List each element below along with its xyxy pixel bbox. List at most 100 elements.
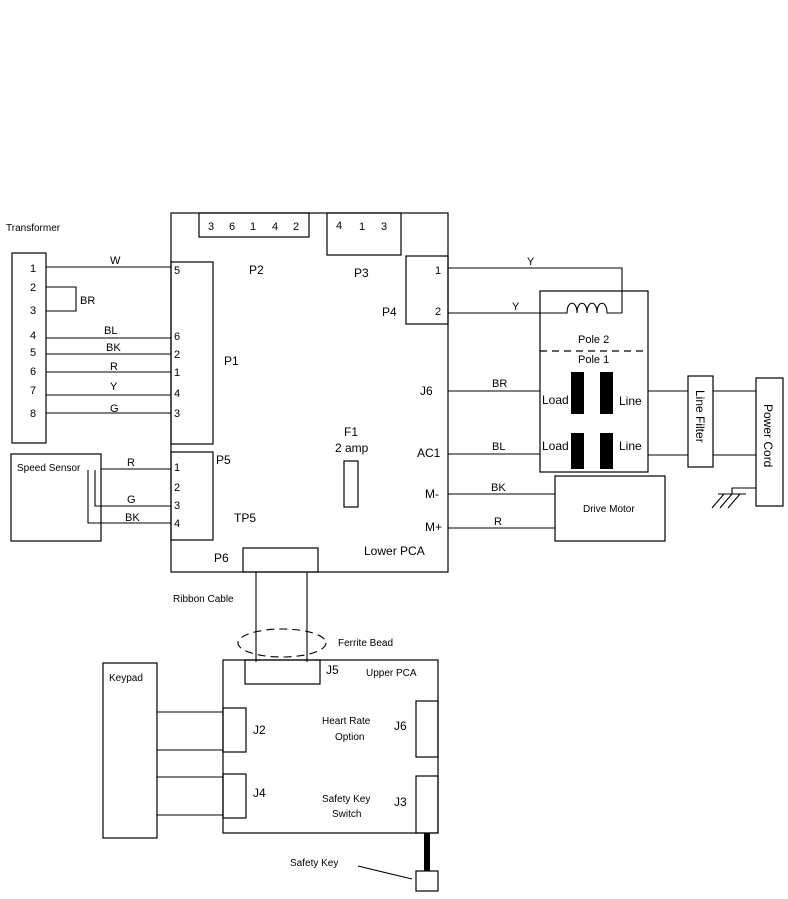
ac1-label: AC1 (417, 446, 441, 460)
p5-connector (170, 451, 214, 541)
keypad-label: Keypad (109, 673, 143, 684)
j3-connector (415, 775, 439, 834)
p5-label: P5 (216, 453, 231, 467)
p1-label: P1 (224, 354, 239, 368)
p4-pin-2: 2 (435, 306, 441, 318)
speed-sensor-title: Speed Sensor (17, 463, 81, 474)
p4-label: P4 (382, 305, 397, 319)
wire-y-label: Y (110, 381, 118, 393)
safety-key-leader (357, 865, 413, 880)
tp5-label: TP5 (234, 511, 256, 525)
relay-box (539, 290, 649, 473)
p3-pin-4: 4 (336, 220, 342, 232)
relay-load-2: Load (542, 439, 569, 453)
wire-br-j6-label: BR (492, 378, 507, 390)
j6-lower-label: J6 (420, 384, 433, 398)
relay-contact-1-line (600, 372, 613, 414)
relay-coil (540, 302, 622, 314)
p2-label: P2 (249, 263, 264, 277)
relay-load-1: Load (542, 393, 569, 407)
transformer-pin-2: 2 (30, 282, 36, 294)
wire-g-label: G (110, 403, 119, 415)
safety-key-label: Safety Key (290, 858, 338, 869)
p3-pin-1: 1 (359, 221, 365, 233)
wire-g-sensor (94, 470, 171, 507)
speed-sensor-box (10, 453, 102, 542)
m-plus-label: M+ (425, 520, 442, 534)
wire-y-p4-1 (448, 267, 623, 313)
p2-pin-6: 6 (229, 221, 235, 233)
p5-pin-3: 3 (174, 500, 180, 512)
drive-motor-label: Drive Motor (583, 504, 635, 515)
line-filter-label: Line Filter (693, 390, 707, 443)
p2-pin-3: 3 (208, 221, 214, 233)
transformer-pin-3: 3 (30, 305, 36, 317)
line-filter-box (687, 375, 714, 468)
transformer-title: Transformer (6, 223, 61, 234)
ground-wire (731, 487, 756, 494)
wire-y-p4-2-label: Y (512, 301, 520, 313)
p1-pin-5: 5 (174, 265, 180, 277)
heart-rate-line-2: Option (335, 732, 364, 743)
transformer-pin-5: 5 (30, 347, 36, 359)
wire-r-motor-label: R (494, 516, 502, 528)
j3-label: J3 (394, 795, 407, 809)
p6-label: P6 (214, 551, 229, 565)
relay-line-2: Line (619, 439, 642, 453)
wire-bk-label: BK (106, 342, 121, 354)
power-cord-box (755, 377, 784, 507)
transformer-br-jumper (46, 286, 77, 312)
wire-g-sensor-label: G (127, 494, 136, 506)
ferrite-bead-label: Ferrite Bead (338, 638, 393, 649)
safety-key-box (415, 870, 439, 892)
j6-upper-label: J6 (394, 719, 407, 733)
j6-upper-connector (415, 700, 439, 758)
ferrite-bead (237, 628, 327, 658)
ribbon-cable-label: Ribbon Cable (173, 594, 234, 605)
p1-pin-6: 6 (174, 331, 180, 343)
p4-pin-1: 1 (435, 265, 441, 277)
drive-motor-box (554, 475, 666, 542)
j4-label: J4 (253, 786, 266, 800)
j2-label: J2 (253, 723, 266, 737)
p5-pin-2: 2 (174, 482, 180, 494)
wire-r-sensor-label: R (127, 457, 135, 469)
wire-bl-label: BL (104, 325, 117, 337)
p2-pin-1: 1 (250, 221, 256, 233)
wire-bl-ac1-label: BL (492, 441, 505, 453)
p1-pin-4: 4 (174, 388, 180, 400)
p1-connector (170, 261, 214, 445)
p1-pin-3: 3 (174, 408, 180, 420)
j2-connector (222, 707, 247, 753)
j5-label: J5 (326, 663, 339, 677)
p5-pin-1: 1 (174, 462, 180, 474)
wire-y-p4-1-label: Y (527, 256, 535, 268)
power-cord-label: Power Cord (761, 404, 775, 467)
relay-pole2-label: Pole 2 (578, 334, 609, 346)
keypad-box (102, 662, 158, 839)
wire-bk-motor-label: BK (491, 482, 506, 494)
transformer-br-label: BR (80, 295, 95, 307)
p3-label: P3 (354, 266, 369, 280)
wire-bk-sensor-label: BK (125, 512, 140, 524)
p3-pin-3: 3 (381, 221, 387, 233)
wire-r-label: R (110, 361, 118, 373)
fuse-f1 (343, 460, 359, 508)
transformer-box (11, 252, 47, 444)
relay-pole1-label: Pole 1 (578, 354, 609, 366)
p2-connector (198, 212, 310, 238)
lower-pca-label: Lower PCA (364, 544, 425, 558)
p4-connector (405, 255, 449, 325)
transformer-pin-4: 4 (30, 330, 36, 342)
safety-key-cord (424, 833, 430, 871)
wire-w-label: W (110, 255, 121, 267)
p2-pin-4: 4 (272, 221, 278, 233)
p1-pin-1: 1 (174, 367, 180, 379)
relay-contact-1-load (571, 372, 584, 414)
m-minus-label: M- (425, 487, 439, 501)
safety-switch-line-2: Switch (332, 809, 361, 820)
safety-switch-line-1: Safety Key (322, 794, 370, 805)
p6-connector (242, 547, 319, 573)
relay-contact-2-line (600, 433, 613, 469)
transformer-pin-6: 6 (30, 366, 36, 378)
